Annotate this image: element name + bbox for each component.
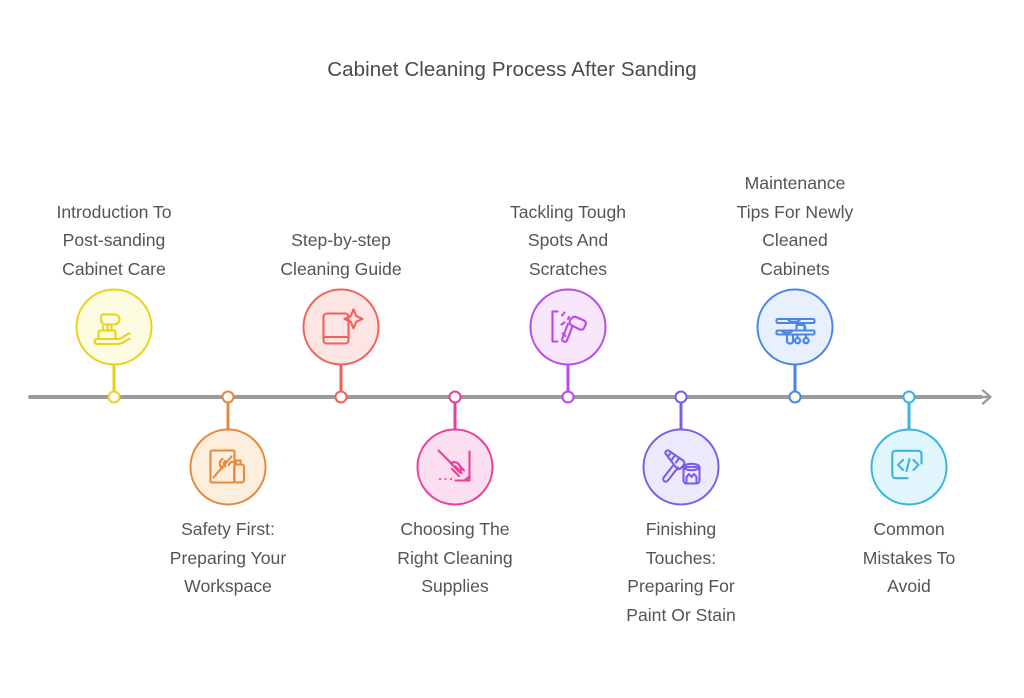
hammer-scratch-icon[interactable] bbox=[529, 288, 607, 366]
timeline-node-label-1: Introduction To Post-sanding Cabinet Car… bbox=[56, 201, 172, 279]
timeline-node-label-6: Finishing Touches: Preparing For Paint O… bbox=[626, 519, 736, 625]
kitchen-shelf-dishes-icon[interactable] bbox=[756, 288, 834, 366]
connector-stem-2 bbox=[226, 397, 230, 433]
connector-stem-5 bbox=[566, 361, 570, 397]
timeline-node-marker-6[interactable] bbox=[674, 390, 688, 404]
timeline-node-label-8: Common Mistakes To Avoid bbox=[862, 519, 956, 596]
timeline-node-marker-4[interactable] bbox=[448, 390, 462, 404]
connector-stem-7 bbox=[793, 361, 797, 397]
timeline-node-label-4: Choosing The Right Cleaning Supplies bbox=[397, 519, 513, 596]
connector-stem-6 bbox=[679, 397, 683, 433]
page-title: Cabinet Cleaning Process After Sanding bbox=[327, 58, 697, 81]
timeline-node-marker-7[interactable] bbox=[788, 390, 802, 404]
paintbrush-paintcan-icon[interactable] bbox=[642, 428, 720, 506]
timeline-node-label-7: Maintenance Tips For Newly Cleaned Cabin… bbox=[736, 173, 854, 279]
timeline-node-marker-5[interactable] bbox=[561, 390, 575, 404]
timeline-node-label-2: Safety First: Preparing Your Workspace bbox=[169, 519, 287, 596]
toothbrush-toothpaste-icon[interactable] bbox=[75, 288, 153, 366]
broom-sweep-icon[interactable] bbox=[416, 428, 494, 506]
timeline-node-label-3: Step-by-step Cleaning Guide bbox=[280, 230, 402, 279]
timeline-node-marker-2[interactable] bbox=[221, 390, 235, 404]
cleaning-cloth-sparkle-icon[interactable] bbox=[302, 288, 380, 366]
connector-stem-3 bbox=[339, 361, 343, 397]
arrow-right-icon bbox=[972, 386, 994, 408]
spray-bottle-surface-icon[interactable] bbox=[189, 428, 267, 506]
connector-stem-8 bbox=[907, 397, 911, 433]
code-brackets-icon[interactable] bbox=[870, 428, 948, 506]
timeline-node-marker-3[interactable] bbox=[334, 390, 348, 404]
connector-stem-1 bbox=[112, 361, 116, 397]
timeline-node-marker-1[interactable] bbox=[107, 390, 121, 404]
timeline-axis bbox=[28, 395, 983, 399]
timeline-node-marker-8[interactable] bbox=[902, 390, 916, 404]
connector-stem-4 bbox=[453, 397, 457, 433]
timeline-node-label-5: Tackling Tough Spots And Scratches bbox=[509, 201, 627, 279]
